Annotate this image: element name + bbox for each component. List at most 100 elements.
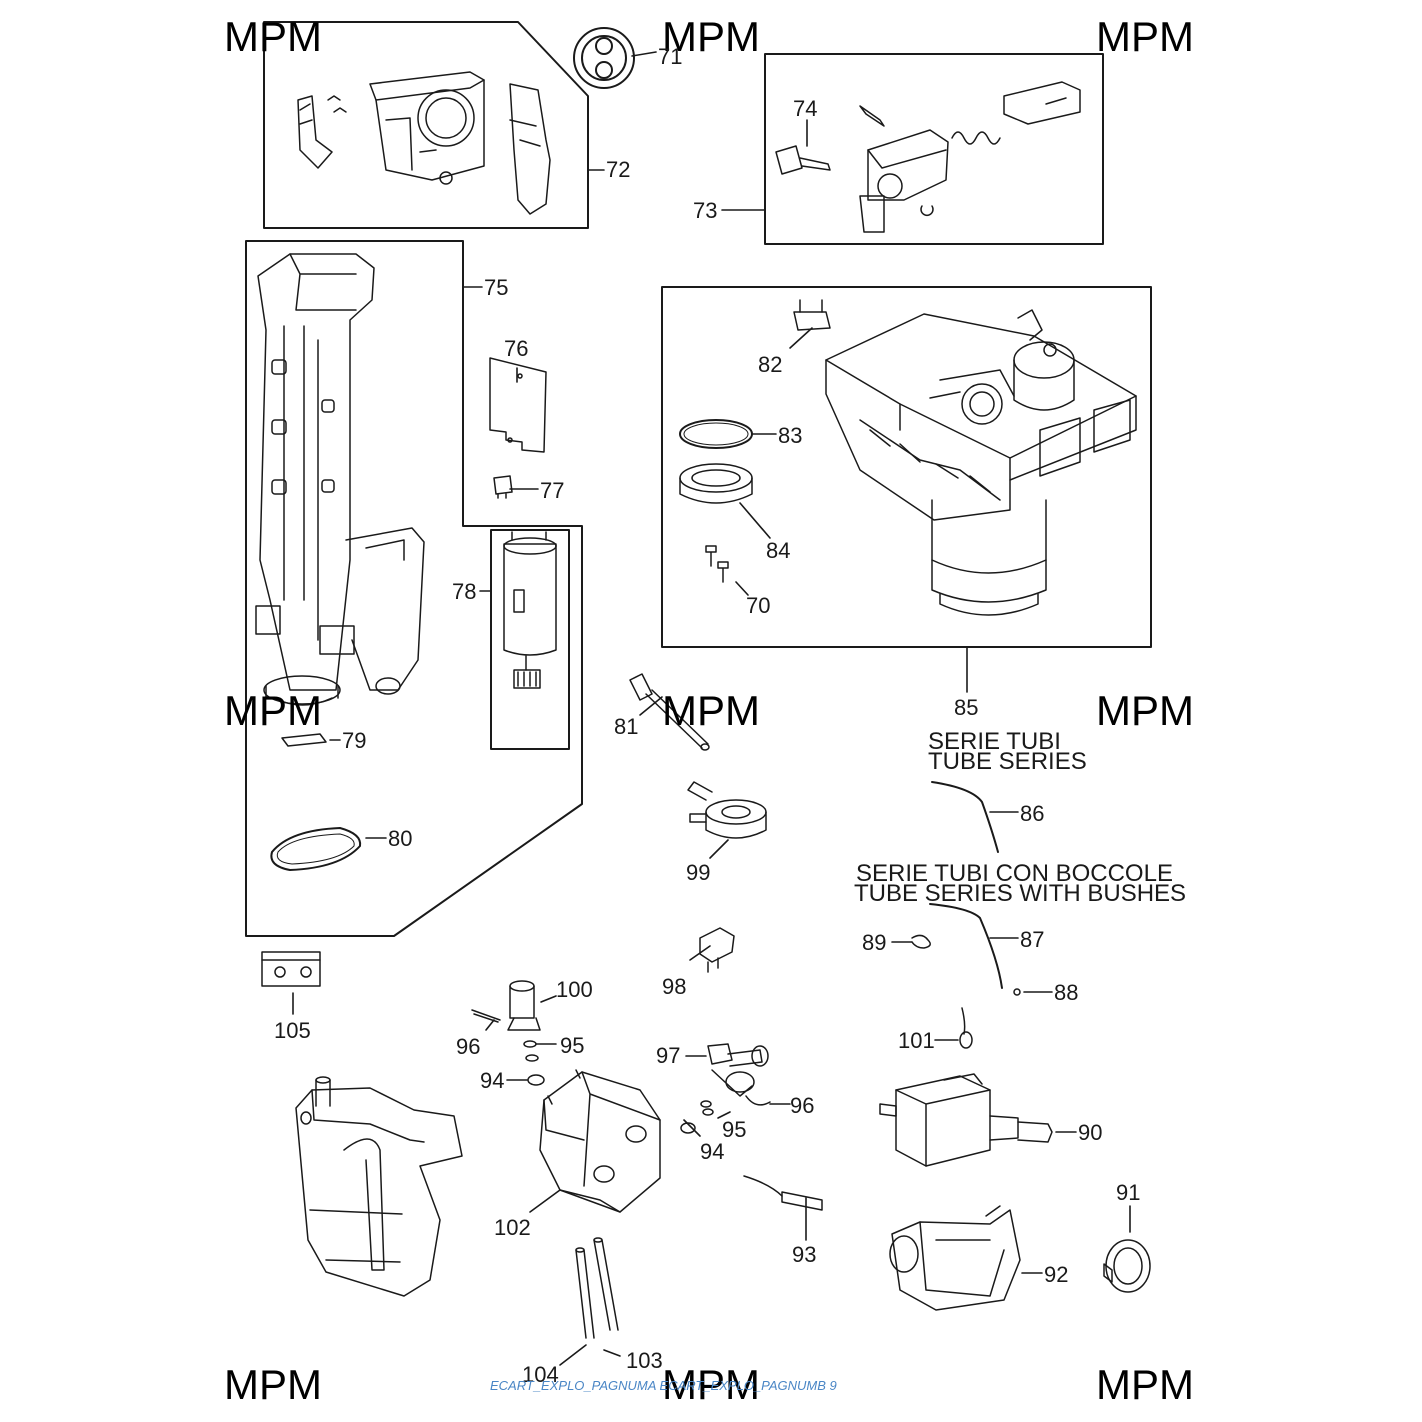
part-95-washer-left-2: [525, 1054, 539, 1062]
leader-lines: [292, 51, 1131, 1366]
part-105-connector: [261, 951, 321, 987]
callout-79: 79: [342, 728, 367, 753]
callout-91: 91: [1116, 1180, 1141, 1205]
part-100-valve: [507, 980, 541, 1031]
part-102-boiler: [539, 1069, 661, 1213]
part-92-bracket: [889, 1205, 1021, 1311]
part-84-piston: [679, 463, 753, 504]
callout-78: 78: [452, 579, 477, 604]
watermark-top-right: MPM: [1096, 13, 1194, 60]
callout-73: 73: [693, 198, 718, 223]
heading-tube-series-en: TUBE SERIES: [928, 748, 1087, 775]
part-94-seal-right: [680, 1122, 696, 1134]
part-89-clip: [911, 934, 931, 949]
part-77-switch: [493, 475, 513, 499]
callout-85: 85: [954, 695, 979, 720]
part-82-switch: [793, 299, 831, 331]
heading-tube-bushes-en: TUBE SERIES WITH BUSHES: [854, 880, 1187, 907]
watermark-top-left: MPM: [224, 13, 322, 60]
watermark-bottom-left: MPM: [224, 1361, 322, 1408]
part-88-bush: [1013, 988, 1021, 996]
part-86-tube: [931, 781, 999, 853]
callout-80: 80: [388, 826, 413, 851]
part-99-flowmeter: [687, 781, 767, 839]
part-tank-housing: [295, 1076, 463, 1297]
part-94-seal-left: [527, 1074, 545, 1086]
callout-97: 97: [656, 1043, 681, 1068]
part-90-pump: [879, 1073, 1053, 1167]
part-98-switch: [699, 927, 735, 973]
callout-94-left: 94: [480, 1068, 505, 1093]
callout-96-right: 96: [790, 1093, 815, 1118]
callout-76: 76: [504, 336, 529, 361]
callout-88: 88: [1054, 980, 1079, 1005]
callout-105: 105: [274, 1018, 311, 1043]
part-87-tube: [929, 903, 1003, 989]
watermark-top-center: MPM: [662, 13, 760, 60]
part-79-gasket: [281, 733, 327, 747]
heading-tube-series-it: SERIE TUBI: [928, 728, 1061, 755]
part-93-sensor: [743, 1175, 823, 1211]
watermark-bottom-center: MPM: [662, 1361, 760, 1408]
part-95-washer-right: [700, 1100, 712, 1108]
callout-84: 84: [766, 538, 791, 563]
callout-100: 100: [556, 977, 593, 1002]
box-85: [661, 286, 1152, 648]
callout-77: 77: [540, 478, 565, 503]
callout-94-right: 94: [700, 1139, 725, 1164]
box-78: [490, 529, 570, 750]
watermark-mid-center: MPM: [662, 687, 760, 734]
part-103-104-tubes: [575, 1237, 619, 1339]
part-80-belt: [270, 827, 362, 871]
callout-70: 70: [746, 593, 771, 618]
part-97-valve: [707, 1043, 771, 1106]
part-70-screws: [705, 545, 729, 583]
part-72-bracket: [297, 71, 551, 215]
part-101-cable: [959, 1007, 973, 1049]
watermark-bottom-right: MPM: [1096, 1361, 1194, 1408]
part-83-ring: [679, 419, 753, 449]
part-71-disc: [573, 27, 635, 89]
part-76-plate: [489, 357, 547, 453]
heading-tube-bushes-it: SERIE TUBI CON BOCCOLE: [856, 860, 1173, 887]
callout-92: 92: [1044, 1262, 1069, 1287]
part-75-frame: [255, 253, 425, 706]
callout-83: 83: [778, 423, 803, 448]
callout-81: 81: [614, 714, 639, 739]
callout-90: 90: [1078, 1120, 1103, 1145]
callout-74: 74: [793, 96, 818, 121]
callout-93: 93: [792, 1242, 817, 1267]
callout-86: 86: [1020, 801, 1045, 826]
watermark-mid-right: MPM: [1096, 687, 1194, 734]
callout-102: 102: [494, 1215, 531, 1240]
callout-104: 104: [522, 1362, 559, 1387]
callout-95-left: 95: [560, 1033, 585, 1058]
part-85-group: [825, 309, 1137, 616]
watermark-mid-left: MPM: [224, 687, 322, 734]
part-78-motor: [503, 531, 557, 689]
part-83-ring-inner: [683, 422, 749, 446]
part-95-washer-right-2: [702, 1108, 714, 1116]
callout-95-right: 95: [722, 1117, 747, 1142]
box-75: [245, 240, 583, 937]
part-73-lever: [775, 81, 1081, 233]
callout-89: 89: [862, 930, 887, 955]
part-81-fitting: [629, 673, 710, 751]
callout-87: 87: [1020, 927, 1045, 952]
callout-96-left: 96: [456, 1034, 481, 1059]
callout-98: 98: [662, 974, 687, 999]
part-91-knob: [1103, 1239, 1151, 1293]
callout-103: 103: [626, 1348, 663, 1373]
footer-reference: ECART_EXPLO_PAGNUMA ECART_EXPLO_PAGNUMB …: [490, 1378, 837, 1393]
callout-71: 71: [658, 44, 683, 69]
callout-82: 82: [758, 352, 783, 377]
callout-99: 99: [686, 860, 711, 885]
callout-72: 72: [606, 157, 631, 182]
box-73: [764, 53, 1104, 245]
callout-101: 101: [898, 1028, 935, 1053]
part-95-washer-left: [523, 1040, 537, 1048]
box-72: [263, 21, 589, 229]
part-96-clip-left: [471, 1009, 501, 1023]
